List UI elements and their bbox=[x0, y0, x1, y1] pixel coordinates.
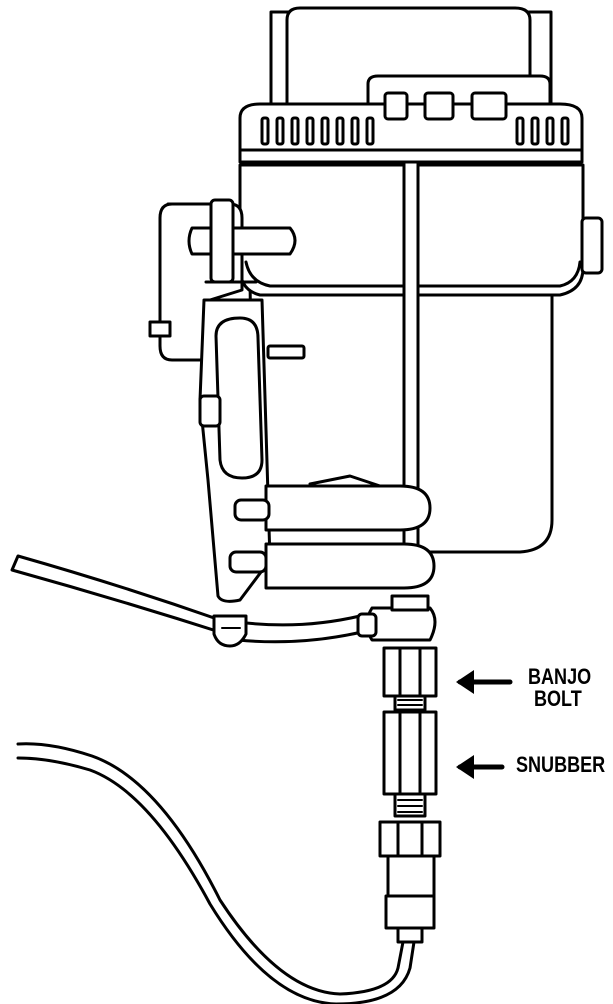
snubber bbox=[382, 710, 438, 796]
collar-rib bbox=[335, 116, 345, 146]
banjo-bolt-arrow bbox=[456, 670, 513, 694]
sensor-wire bbox=[16, 742, 416, 1004]
collar-rib bbox=[275, 116, 285, 146]
collar-rib bbox=[365, 116, 375, 146]
pressure-sensor bbox=[378, 820, 442, 944]
collar-rib bbox=[305, 116, 315, 146]
snubber-arrow bbox=[456, 755, 505, 779]
threaded-nipple-2 bbox=[393, 792, 427, 818]
snubber-label: SNUBBER bbox=[516, 752, 606, 777]
primer-assembly bbox=[148, 198, 306, 648]
collar-rib bbox=[560, 116, 570, 146]
collar-rib bbox=[530, 116, 540, 146]
ribbed-collar bbox=[238, 74, 584, 164]
collar-rib bbox=[260, 116, 270, 146]
collar-rib bbox=[290, 116, 300, 146]
collar-rib bbox=[515, 116, 525, 146]
collar-rib bbox=[545, 116, 555, 146]
threaded-nipple-1 bbox=[393, 694, 427, 712]
banjo-fitting bbox=[356, 594, 438, 698]
collar-rib bbox=[350, 116, 360, 146]
u-tubes bbox=[228, 474, 436, 590]
collar-rib bbox=[320, 116, 330, 146]
banjo-bolt-label-line2: BOLT bbox=[534, 686, 582, 711]
banjo-bolt-label-line1: BANJO bbox=[528, 664, 592, 689]
